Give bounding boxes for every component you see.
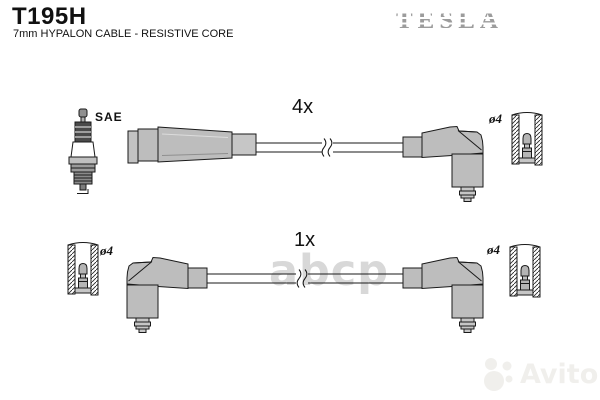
straight-boot-icon — [127, 126, 257, 164]
watermark-abcp: abcp — [269, 246, 390, 296]
part-number: T195H — [12, 3, 87, 30]
avito-circles-icon — [484, 358, 513, 391]
top-cable-line — [256, 138, 403, 157]
tesla-logo: TESLA — [394, 5, 504, 34]
quantity-label-4x: 4x — [292, 96, 314, 118]
spark-plug-icon — [68, 108, 98, 194]
elbow-boot-top-right-icon — [402, 126, 484, 202]
watermark-avito-text: Avito — [520, 358, 599, 390]
sae-label: SAE — [95, 110, 123, 124]
elbow-boot-bottom-left-icon — [126, 257, 208, 333]
bottom-cable-line — [207, 269, 403, 288]
elbow-boot-bottom-right-icon — [402, 257, 484, 333]
diameter-label-top-right: ø4 — [489, 111, 502, 126]
diameter-label-bottom-right: ø4 — [487, 242, 500, 257]
watermark-avito: Avito — [482, 355, 598, 393]
diameter-label-bottom-left: ø4 — [100, 243, 113, 258]
cable-spec-subtitle: 7mm HYPALON CABLE - RESISTIVE CORE — [13, 28, 234, 40]
terminal-cup-bottom-left-icon — [67, 242, 99, 296]
terminal-cup-bottom-right-icon — [509, 244, 541, 298]
terminal-cup-top-right-icon — [511, 112, 543, 166]
tesla-logo-stripes — [394, 8, 504, 34]
quantity-label-1x: 1x — [294, 229, 316, 251]
